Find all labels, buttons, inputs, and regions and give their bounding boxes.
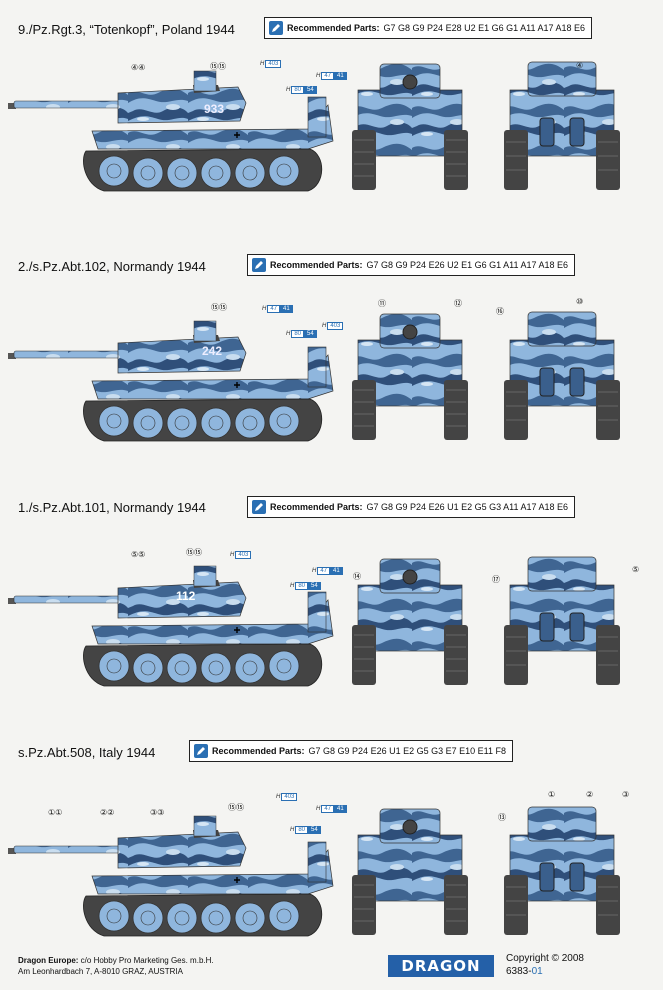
callout: ②②: [100, 808, 115, 817]
pen-icon: [194, 744, 208, 758]
tank-front-view: [352, 63, 469, 191]
scheme-title: s.Pz.Abt.508, Italy 1944: [18, 745, 156, 760]
parts-list: G7 G8 G9 P24 E26 U1 E2 G5 G3 A11 A17 A18…: [366, 502, 568, 512]
copyright-text: Copyright © 2008: [506, 953, 584, 964]
parts-list: G7 G8 G9 P24 E26 U2 E1 G6 G1 A11 A17 A18…: [366, 260, 568, 270]
recommended-parts-box: Recommended Parts: G7 G8 G9 P24 E26 U2 E…: [247, 254, 575, 276]
product-code: 6383-: [506, 966, 532, 977]
scheme-title: 2./s.Pz.Abt.102, Normandy 1944: [18, 259, 206, 274]
callout: ①: [548, 790, 556, 799]
callout: ⑮⑮: [211, 303, 227, 312]
callout: ④④: [131, 63, 146, 72]
dragon-logo: DRAGON: [388, 955, 494, 977]
parts-label: Recommended Parts:: [212, 746, 305, 756]
copyright-block: Copyright © 2008 6383-01: [506, 952, 584, 978]
callout: ⑮⑮: [228, 803, 244, 812]
parts-list: G7 G8 G9 P24 E28 U2 E1 G6 G1 A11 A17 A18…: [383, 23, 585, 33]
tank-side-view: 242: [8, 320, 334, 442]
tank-front-view: [352, 313, 469, 441]
tank-side-view: 112: [8, 565, 334, 687]
callout: ⑩: [576, 297, 584, 306]
callout: ③: [622, 790, 630, 799]
recommended-parts-box: Recommended Parts: G7 G8 G9 P24 E26 U1 E…: [189, 740, 513, 762]
callout: ⑮⑮: [186, 548, 202, 557]
parts-label: Recommended Parts:: [270, 502, 363, 512]
company-name: Dragon Europe:: [18, 956, 79, 965]
tank-rear-view: [504, 806, 621, 936]
tank-rear-view: [504, 556, 621, 686]
callout: ⑫: [454, 299, 462, 308]
turret-number: 933: [204, 102, 224, 116]
turret-number: 242: [202, 344, 222, 358]
company-detail: c/o Hobby Pro Marketing Ges. m.b.H.: [78, 956, 214, 965]
turret-number: 112: [176, 589, 196, 603]
pen-icon: [269, 21, 283, 35]
callout: ④: [576, 61, 584, 70]
parts-label: Recommended Parts:: [287, 23, 380, 33]
scheme-title: 9./Pz.Rgt.3, “Totenkopf”, Poland 1944: [18, 22, 235, 37]
callout: ⑭: [353, 572, 361, 581]
callout: ⑯: [496, 307, 504, 316]
tank-front-view: [352, 558, 469, 686]
parts-label: Recommended Parts:: [270, 260, 363, 270]
callout: ②: [586, 790, 594, 799]
callout: ①①: [48, 808, 63, 817]
pen-icon: [252, 258, 266, 272]
recommended-parts-box: Recommended Parts: G7 G8 G9 P24 E26 U1 E…: [247, 496, 575, 518]
callout: ⑪: [378, 299, 386, 308]
callout: ③③: [150, 808, 165, 817]
scheme-title: 1./s.Pz.Abt.101, Normandy 1944: [18, 500, 206, 515]
company-address: Am Leonhardbach 7, A-8010 GRAZ, AUSTRIA: [18, 967, 183, 976]
pen-icon: [252, 500, 266, 514]
tank-front-view: [352, 808, 469, 936]
tank-rear-view: [504, 311, 621, 441]
tank-side-view: 933: [8, 70, 334, 192]
callout: ⑤⑤: [131, 550, 146, 559]
tank-rear-view: [504, 61, 621, 191]
callout: ⑤: [632, 565, 640, 574]
callout: ⑬: [498, 813, 506, 822]
callout: ⑰: [492, 575, 500, 584]
callout: ⑮⑮: [210, 62, 226, 71]
recommended-parts-box: Recommended Parts: G7 G8 G9 P24 E28 U2 E…: [264, 17, 592, 39]
parts-list: G7 G8 G9 P24 E26 U1 E2 G5 G3 E7 E10 E11 …: [308, 746, 506, 756]
product-suffix: 01: [531, 966, 543, 977]
footer-address: Dragon Europe: c/o Hobby Pro Marketing G…: [18, 955, 214, 977]
